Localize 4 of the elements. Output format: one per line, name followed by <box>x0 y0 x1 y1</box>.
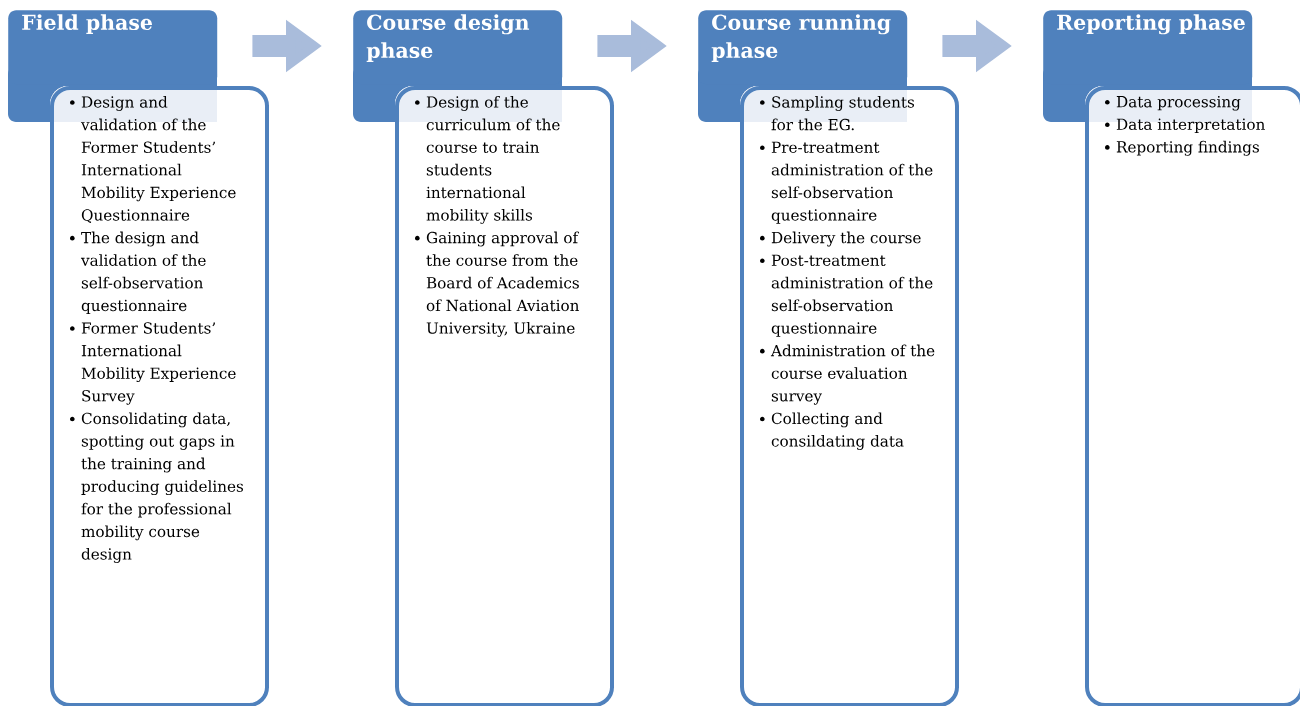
bullet-box: Sampling students for the EG. Pre-treatment administration of the self-observation questionnaire Delivery the course Post-treatment administration of the self-observation questionnaire Administration of the course evaluation survey Collecting and consildating data <box>740 86 959 706</box>
bullet-box: Design and validation of the Former Students’ International Mobility Experience Questionnaire The design and validation of the self-observation questionnaire Former Students’ International Mobility Experience Survey Consolidating data, spotting out gaps in the training and producing guidelines for the professional mobility course design <box>50 86 269 706</box>
bullet-box: Design of the curriculum of the course to train students international mobility skills Gaining approval of the course from the Board of Academics of National Aviation University, Ukraine <box>395 86 614 706</box>
bullet-box: Data processing Data interpretation Reporting findings <box>1085 86 1300 706</box>
